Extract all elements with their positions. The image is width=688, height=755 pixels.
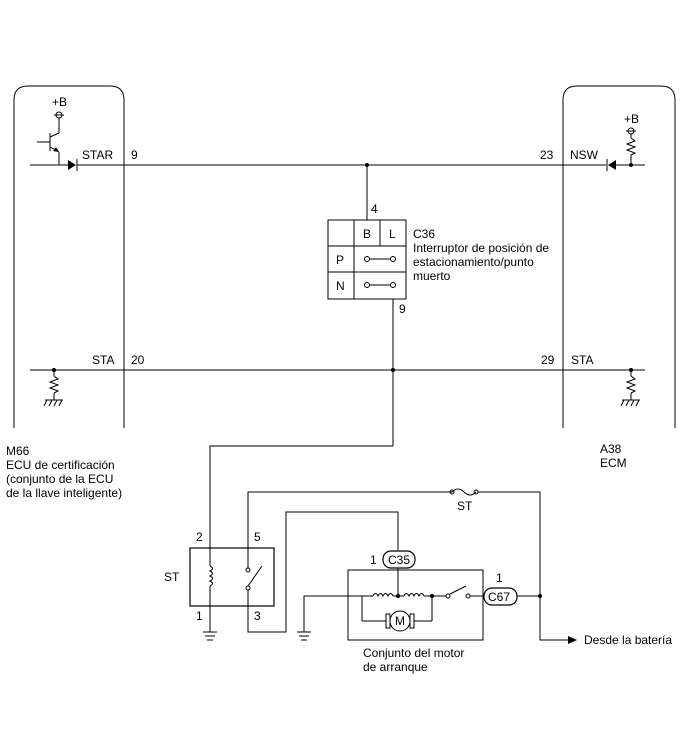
ecu-m66-name-line-3: de la llave inteligente)	[6, 486, 122, 500]
park-switch-name-line-3: muerto	[413, 269, 451, 283]
switch-col-header: L	[389, 227, 396, 241]
ecu-a38-outline	[562, 85, 676, 428]
pin-label: 1	[370, 553, 377, 567]
pin-label: 9	[399, 302, 406, 316]
ground-icon	[43, 399, 63, 407]
ecu-m66-supply-label: +B	[52, 95, 67, 109]
switch-row-label: N	[336, 279, 345, 293]
resistor-icon	[625, 370, 637, 400]
ecu-a38-supply-label: +B	[624, 112, 639, 126]
ground-icon	[297, 631, 311, 641]
pin-label: 5	[254, 530, 261, 544]
ecu-m66-sta-label: STA	[92, 353, 114, 367]
starter-assembly: C35 1 M C67 1	[347, 550, 540, 641]
st-relay	[189, 547, 275, 607]
starter-name-line-1: Conjunto del motor	[363, 646, 464, 660]
switch-col-header: B	[363, 227, 371, 241]
ecu-m66-outline	[13, 85, 125, 428]
pin-label: 23	[540, 148, 554, 162]
ecu-a38-nsw-label: NSW	[570, 148, 599, 162]
switch-row-label: P	[336, 253, 344, 267]
connector-c67-label: C67	[488, 590, 510, 604]
pin-label: 1	[496, 571, 503, 585]
park-switch-name-line-1: Interruptor de posición de	[413, 241, 549, 255]
park-neutral-switch: B L P N	[327, 219, 407, 300]
pin-label: 29	[541, 353, 555, 367]
pin-label: 3	[254, 609, 261, 623]
fuse-icon	[449, 488, 479, 496]
arrow-icon	[568, 636, 577, 644]
pin-label: 1	[196, 609, 203, 623]
ecu-a38-sta-label: STA	[571, 353, 593, 367]
park-switch-code: C36	[413, 227, 435, 241]
pin-label: 9	[131, 148, 138, 162]
ecu-m66-name-line-2: (conjunto de la ECU	[6, 472, 113, 486]
ecu-a38-code: A38	[600, 442, 622, 456]
pin-label: 4	[371, 202, 378, 216]
starter-name-line-2: de arranque	[363, 660, 428, 674]
ecu-m66-name-line-1: ECU de certificación	[6, 458, 115, 472]
pin-label: 20	[131, 353, 145, 367]
battery-label: Desde la batería	[584, 633, 672, 647]
pin-label: 2	[196, 530, 203, 544]
connector-c35-label: C35	[388, 553, 410, 567]
st-relay-label: ST	[164, 570, 180, 584]
ecu-m66-star-label: STAR	[82, 148, 113, 162]
resistor-icon	[48, 370, 60, 400]
ecu-m66-code: M66	[6, 444, 30, 458]
ground-icon	[203, 631, 217, 641]
fuse-label: ST	[457, 499, 473, 513]
diode-icon	[68, 159, 78, 171]
transistor-icon	[37, 132, 60, 165]
motor-label: M	[395, 614, 405, 628]
connector-c35	[382, 550, 416, 569]
park-switch-name-line-2: estacionamiento/punto	[413, 255, 534, 269]
ecu-a38-name: ECM	[600, 456, 627, 470]
ground-icon	[620, 399, 640, 407]
diode-icon	[606, 159, 616, 171]
resistor-icon	[625, 134, 637, 165]
